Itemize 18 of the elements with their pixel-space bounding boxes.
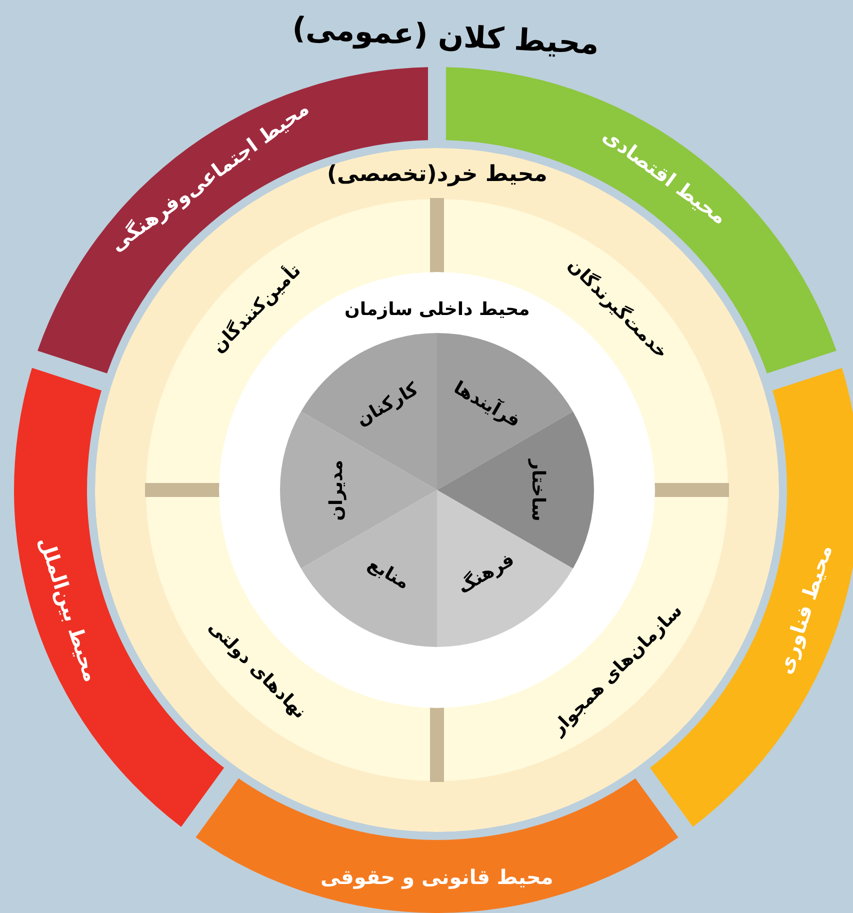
segment-label: محیط فناوری bbox=[774, 542, 837, 678]
slice-label: منابع bbox=[364, 554, 413, 595]
segment-label: محیط اقتصادی bbox=[598, 124, 731, 230]
sector-label: سازمان‌های همجوار bbox=[548, 600, 687, 740]
slice-label: فرآیندها bbox=[449, 378, 523, 432]
sector-label: تأمین‌کنندگان bbox=[208, 261, 306, 358]
sector-label: خدمت‌گیرندگان bbox=[563, 255, 672, 364]
slice-label: ساختار bbox=[526, 458, 548, 521]
slice-label: فرهنگ bbox=[454, 550, 518, 599]
circle-label: محیط داخلی سازمان bbox=[344, 300, 530, 320]
ring-label: محیط خرد(تخصصی) bbox=[327, 162, 548, 187]
title: محیط کلان (عمومی) bbox=[290, 10, 600, 62]
sector-label: نهادهای دولتی bbox=[204, 617, 310, 724]
segment-label: محیط قانونی و حقوقی bbox=[320, 866, 554, 888]
slice-label: مدیران bbox=[326, 459, 348, 520]
segment-label: محیط اجتماعی‌وفرهنگی bbox=[106, 97, 314, 257]
segment-label: محیط بین‌الملل bbox=[34, 534, 104, 685]
slice-label: کارکنان bbox=[353, 379, 422, 431]
